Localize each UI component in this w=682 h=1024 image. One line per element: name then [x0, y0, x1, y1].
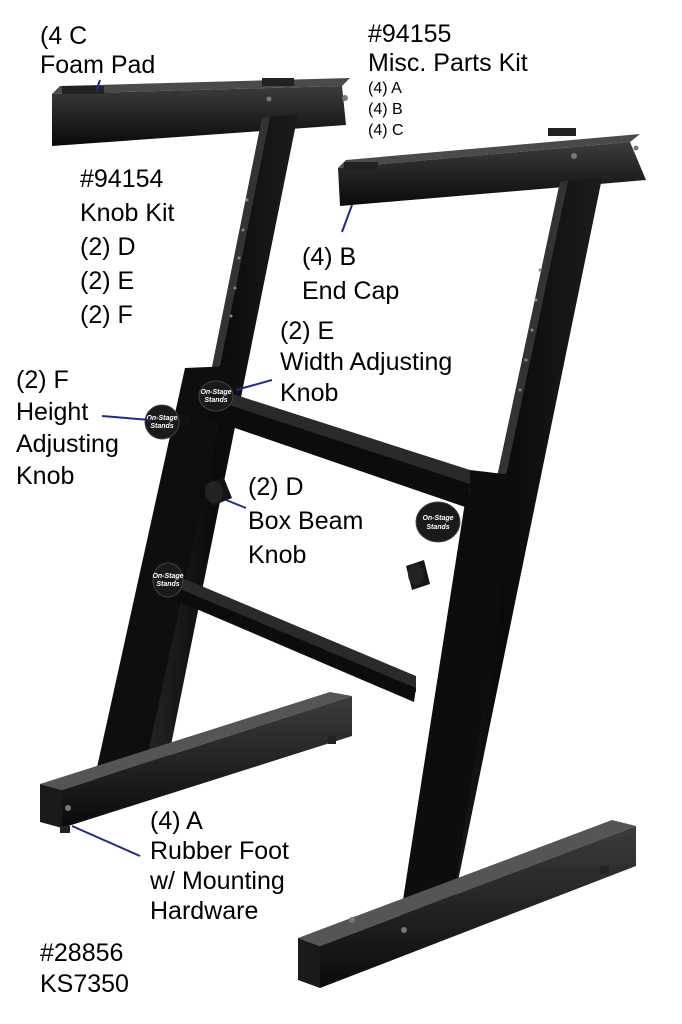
rubber-foot-suffix: Hardware [150, 897, 259, 925]
width-knob-code: (2) E [280, 317, 335, 345]
misc-parts-kit-label: #94155 Misc. Parts Kit (4) A (4) B (4) C [368, 20, 528, 141]
height-knob-suffix: Knob [16, 462, 75, 490]
foam-pad-left-front [62, 86, 104, 94]
model-code: KS7350 [40, 970, 129, 998]
foam-pad-left-rear [262, 78, 294, 86]
misc-kit-item-c: (4) C [368, 122, 404, 139]
height-knob-code: (2) F [16, 366, 69, 394]
height-knob-leader-line [101, 415, 151, 421]
box-beam-knob-code: (2) D [248, 473, 304, 501]
leader-lines [71, 79, 353, 857]
foam-pad-label: (4 C Foam Pad [40, 22, 155, 80]
lower-cross-beam [166, 572, 416, 702]
svg-text:Stands: Stands [150, 423, 173, 430]
end-cap-label: (4) B End Cap [302, 240, 399, 308]
right-base-rail [298, 820, 636, 988]
svg-text:Stands: Stands [156, 581, 179, 588]
knob-kit-name: Knob Kit [80, 199, 175, 227]
rubber-foot-label: (4) A Rubber Foot w/ Mounting Hardware [150, 806, 289, 926]
rubber-foot-name-2: w/ Mounting [150, 867, 285, 895]
right-width-adjusting-knob: On-Stage Stands [415, 501, 461, 543]
misc-kit-item-a: (4) A [368, 80, 402, 97]
knob-kit-item-f: (2) F [80, 301, 133, 329]
knob-kit-item-d: (2) D [80, 233, 136, 261]
svg-text:Stands: Stands [426, 524, 449, 531]
rubber-foot-code: (4) A [150, 807, 203, 835]
end-cap-leader-line [341, 204, 353, 233]
misc-kit-item-b: (4) B [368, 101, 403, 118]
svg-text:Stands: Stands [204, 397, 227, 404]
rubber-foot-name: Rubber Foot [150, 837, 289, 865]
upper-cross-beam [206, 386, 470, 508]
box-beam-knob-leader-line [225, 499, 247, 509]
right-lower-sleeve [398, 470, 520, 932]
box-beam-knob-right [406, 560, 430, 590]
rubber-foot [60, 826, 70, 833]
width-adjusting-knob-label: (2) E Width Adjusting Knob [280, 316, 452, 409]
end-cap-name: End Cap [302, 277, 400, 305]
lower-knob: On-Stage Stands [152, 562, 184, 598]
box-beam-knob-label: (2) D Box Beam Knob [248, 470, 363, 572]
height-adjusting-knob-label: (2) F Height Adjusting Knob [16, 364, 119, 492]
svg-text:On-Stage: On-Stage [146, 415, 177, 422]
end-cap-code: (4) B [302, 243, 357, 271]
height-adjusting-knob: On-Stage Stands [144, 404, 190, 440]
rubber-foot-leader-line [71, 825, 141, 857]
knob-kit-item-e: (2) E [80, 267, 135, 295]
box-beam-knob-suffix: Knob [248, 541, 307, 569]
height-knob-name-2: Adjusting [16, 430, 119, 458]
svg-text:On-Stage: On-Stage [152, 573, 183, 580]
foam-pad-leader-line [95, 79, 101, 93]
knob-kit-number: #94154 [80, 165, 164, 193]
svg-text:On-Stage: On-Stage [422, 515, 453, 522]
left-base-rail [40, 692, 352, 833]
box-beam-knob-name: Box Beam [248, 507, 364, 535]
foam-pad-right-front [344, 162, 378, 170]
left-top-arm [52, 78, 350, 146]
right-top-arm [338, 128, 646, 206]
model-number-label: #28856 KS7350 [40, 938, 129, 1000]
box-beam-knob-left [204, 478, 232, 506]
width-knob-suffix: Knob [280, 379, 339, 407]
foam-pad-name: Foam Pad [40, 51, 156, 79]
width-adjusting-knob: On-Stage Stands [198, 380, 234, 412]
knob-kit-label: #94154 Knob Kit (2) D (2) E (2) F [80, 162, 175, 332]
width-knob-leader-line [235, 379, 273, 391]
misc-kit-number: #94155 [368, 20, 452, 48]
height-knob-name: Height [16, 398, 89, 426]
foam-pad-right-rear [548, 128, 576, 136]
width-knob-name: Width Adjusting [280, 348, 453, 376]
part-number: #28856 [40, 939, 124, 967]
foam-pad-code: (4 C [40, 22, 88, 50]
misc-kit-name: Misc. Parts Kit [368, 49, 528, 77]
knob-logo-text: On-Stage [200, 389, 231, 396]
